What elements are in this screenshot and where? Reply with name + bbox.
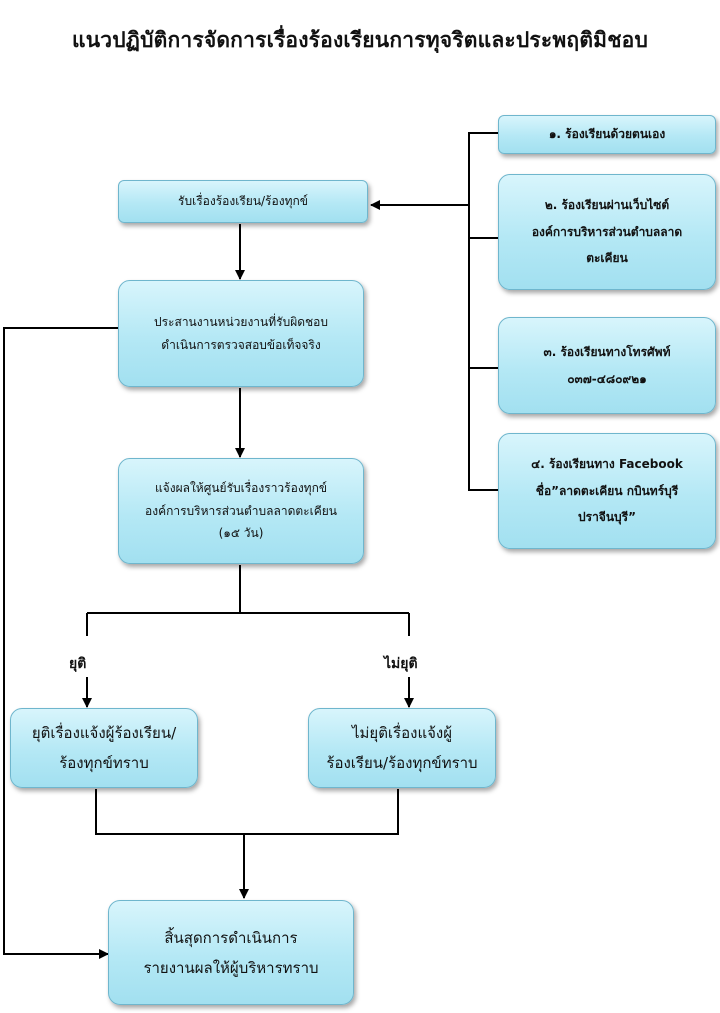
coordinate-line-1: ประสานงานหน่วยงานที่รับผิดชอบ bbox=[153, 314, 329, 329]
branch-label-end: ยุติ bbox=[69, 656, 87, 672]
channel-facebook-box: ๔. ร้องเรียนทาง Facebook ชื่อ”ลาดตะเคียน… bbox=[498, 433, 716, 549]
continue-case-line-2: ร้องเรียน/ร้องทุกข์ทราบ bbox=[326, 754, 478, 772]
coordinate-box: ประสานงานหน่วยงานที่รับผิดชอบ ดำเนินการต… bbox=[118, 280, 364, 387]
notify-line-2: องค์การบริหารส่วนตำบลลาดตะเคียน bbox=[145, 503, 337, 518]
channel-3-line-2: ๐๓๗-๔๘๐๙๒๑ bbox=[567, 371, 647, 386]
receive-complaint-label: รับเรื่องร้องเรียน/ร้องทุกข์ bbox=[178, 194, 308, 209]
channel-3-line-1: ๓. ร้องเรียนทางโทรศัพท์ bbox=[543, 345, 671, 360]
notify-center-box: แจ้งผลให้ศูนย์รับเรื่องราวร้องทุกข์ องค์… bbox=[118, 458, 364, 564]
channel-2-line-2: องค์การบริหารส่วนตำบลลาด bbox=[531, 224, 683, 239]
coordinate-to-final-bypass-arrow bbox=[3, 327, 120, 959]
branch-label-continue: ไม่ยุติ bbox=[384, 656, 418, 672]
channel-4-line-3: ปราจีนบุรี” bbox=[578, 510, 636, 525]
end-case-box: ยุติเรื่องแจ้งผู้ร้องเรียน/ ร้องทุกข์ทรา… bbox=[10, 708, 198, 788]
end-case-line-2: ร้องทุกข์ทราบ bbox=[59, 754, 149, 772]
channel-2-line-3: ตะเคียน bbox=[586, 251, 628, 266]
final-line-1: สิ้นสุดการดำเนินการ bbox=[164, 928, 298, 947]
end-case-line-1: ยุติเรื่องแจ้งผู้ร้องเรียน/ bbox=[31, 724, 177, 742]
notify-to-branch-line bbox=[86, 565, 410, 636]
continue-case-box: ไม่ยุติเรื่องแจ้งผู้ ร้องเรียน/ร้องทุกข์… bbox=[308, 708, 496, 788]
notify-line-3: (๑๕ วัน) bbox=[218, 526, 264, 541]
continue-case-line-1: ไม่ยุติเรื่องแจ้งผู้ bbox=[351, 724, 453, 742]
channel-4-line-1: ๔. ร้องเรียนทาง Facebook bbox=[531, 457, 683, 472]
channel-2-line-1: ๒. ร้องเรียนผ่านเว็บไซต์ bbox=[544, 198, 670, 213]
channel-1-line-1: ๑. ร้องเรียนด้วยตนเอง bbox=[548, 127, 666, 142]
final-line-2: รายงานผลให้ผู้บริหารทราบ bbox=[143, 958, 319, 977]
receive-complaint-box: รับเรื่องร้องเรียน/ร้องทุกข์ bbox=[118, 180, 368, 223]
channel-in-person-box: ๑. ร้องเรียนด้วยตนเอง bbox=[498, 115, 716, 154]
channel-4-line-2: ชื่อ”ลาดตะเคียน กบินทร์บุรี bbox=[535, 483, 679, 498]
channel-website-box: ๒. ร้องเรียนผ่านเว็บไซต์ องค์การบริหารส่… bbox=[498, 174, 716, 290]
channel-phone-box: ๓. ร้องเรียนทางโทรศัพท์ ๐๓๗-๔๘๐๙๒๑ bbox=[498, 317, 716, 414]
channel-bracket-line bbox=[468, 132, 498, 491]
notify-line-1: แจ้งผลให้ศูนย์รับเรื่องราวร้องทุกข์ bbox=[154, 480, 328, 495]
coordinate-line-2: ดำเนินการตรวจสอบข้อเท็จจริง bbox=[161, 337, 321, 352]
merge-to-final-arrow bbox=[95, 789, 399, 898]
page-title: แนวปฏิบัติการจัดการเรื่องร้องเรียนการทุจ… bbox=[71, 28, 649, 52]
final-report-box: สิ้นสุดการดำเนินการ รายงานผลให้ผู้บริหาร… bbox=[108, 900, 354, 1005]
